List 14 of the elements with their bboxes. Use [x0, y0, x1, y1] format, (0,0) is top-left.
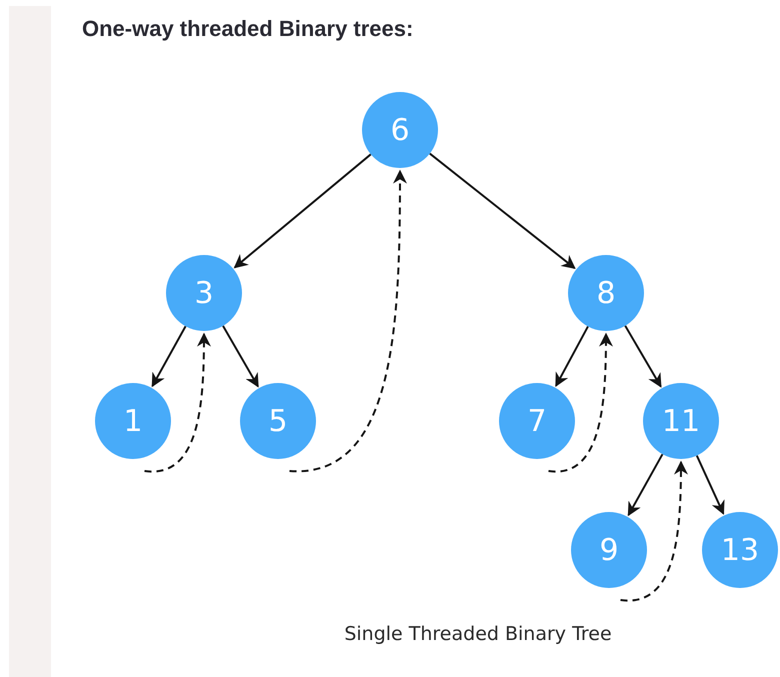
thread-arrow [144, 332, 211, 472]
title: One-way threaded Binary trees: [82, 15, 414, 43]
arrow [234, 154, 372, 268]
arrow [222, 325, 259, 388]
arrow [628, 454, 664, 516]
thread-arrow [548, 332, 613, 472]
caption: Single Threaded Binary Tree [343, 622, 613, 647]
arrow [152, 326, 186, 388]
thread-arrow [620, 460, 688, 602]
arrow [555, 326, 589, 388]
arrow [696, 455, 724, 515]
thread-arrow [289, 170, 407, 472]
arrow [624, 325, 662, 388]
arrow [429, 152, 576, 270]
